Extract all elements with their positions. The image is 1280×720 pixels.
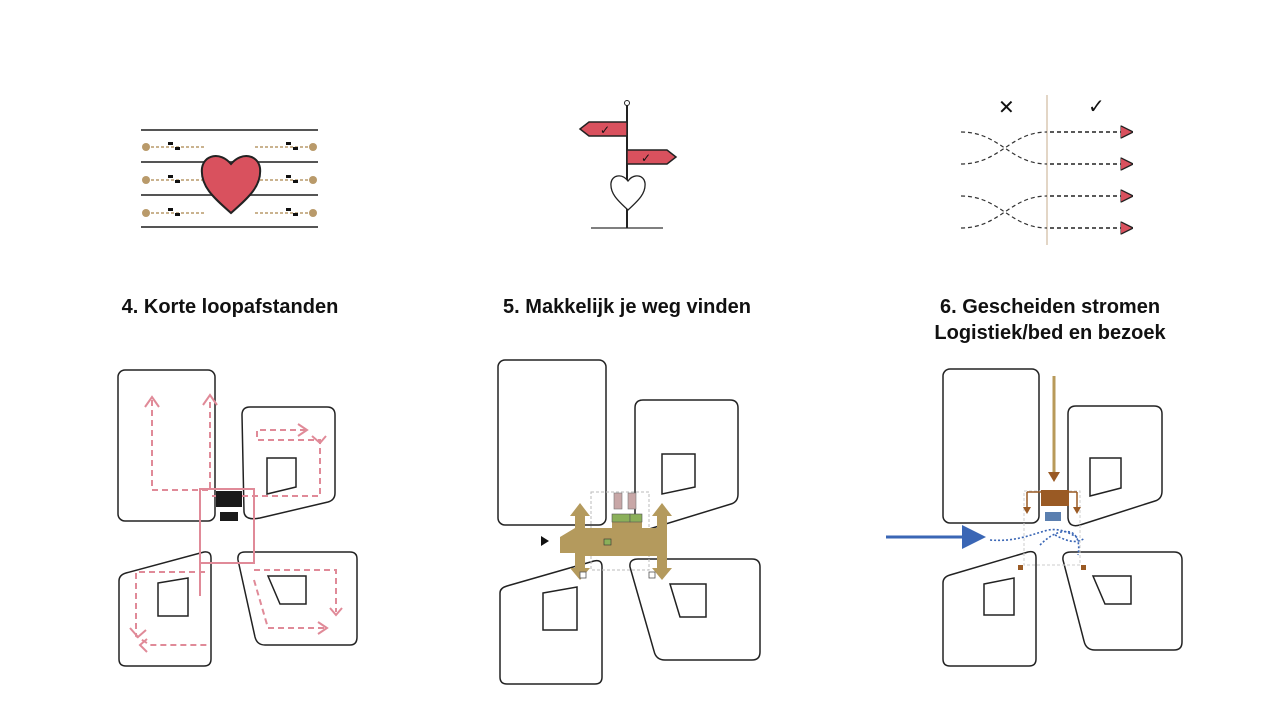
cross-mark: ✕ (998, 95, 1015, 119)
courtyard (1091, 575, 1132, 605)
check-mark: ✓ (1088, 94, 1105, 118)
courtyard (983, 577, 1015, 616)
building-block (634, 399, 739, 532)
wayfinding-plaza (541, 491, 672, 580)
building-block (118, 551, 212, 667)
parallel-flows-icon (1050, 132, 1130, 228)
courtyard (266, 457, 297, 495)
building-block (1067, 405, 1163, 527)
panel-title-short-walking: 4. Korte loopafstanden (121, 296, 339, 318)
central-core (216, 491, 242, 521)
building-block (497, 359, 607, 526)
panel-title-separated-flows: 6. Gescheiden stromen Logistiek/bed en b… (870, 294, 1230, 346)
heart-footsteps-icon (141, 129, 318, 228)
floorplan-wayfinding (497, 359, 761, 685)
heart-outline-icon (610, 175, 646, 211)
logistics-flow (1018, 376, 1086, 570)
footsteps-icon (168, 142, 298, 216)
building-block (117, 369, 216, 522)
building-block (942, 368, 1040, 524)
building-block (241, 406, 336, 520)
courtyard (266, 575, 307, 605)
building-block (1062, 551, 1183, 651)
panel-title-wayfinding: 5. Makkelijk je weg vinden (503, 296, 751, 318)
signpost-icon: ✓ ✓ (578, 100, 678, 229)
panel-subtitle: Logistiek/bed en bezoek (934, 322, 1166, 344)
courtyard (542, 586, 578, 631)
panel-title-line1: 6. Gescheiden stromen (939, 296, 1161, 318)
flows-icon: ✕ ✓ (960, 94, 1130, 245)
check-mark: ✓ (641, 151, 651, 165)
walking-routes (129, 393, 343, 653)
visitor-flow (886, 525, 1086, 556)
courtyard (661, 453, 696, 495)
courtyard (668, 583, 707, 618)
building-block (942, 550, 1037, 667)
courtyard (157, 577, 189, 617)
courtyard (1089, 457, 1122, 497)
building-block (237, 551, 358, 646)
floorplan-separated-flows (942, 368, 1183, 667)
heart-icon (200, 155, 262, 215)
building-block (499, 559, 603, 685)
check-mark: ✓ (600, 123, 610, 137)
crossing-flows-icon (960, 131, 1048, 229)
floorplan-short-walking (117, 369, 358, 667)
building-block (629, 558, 761, 661)
